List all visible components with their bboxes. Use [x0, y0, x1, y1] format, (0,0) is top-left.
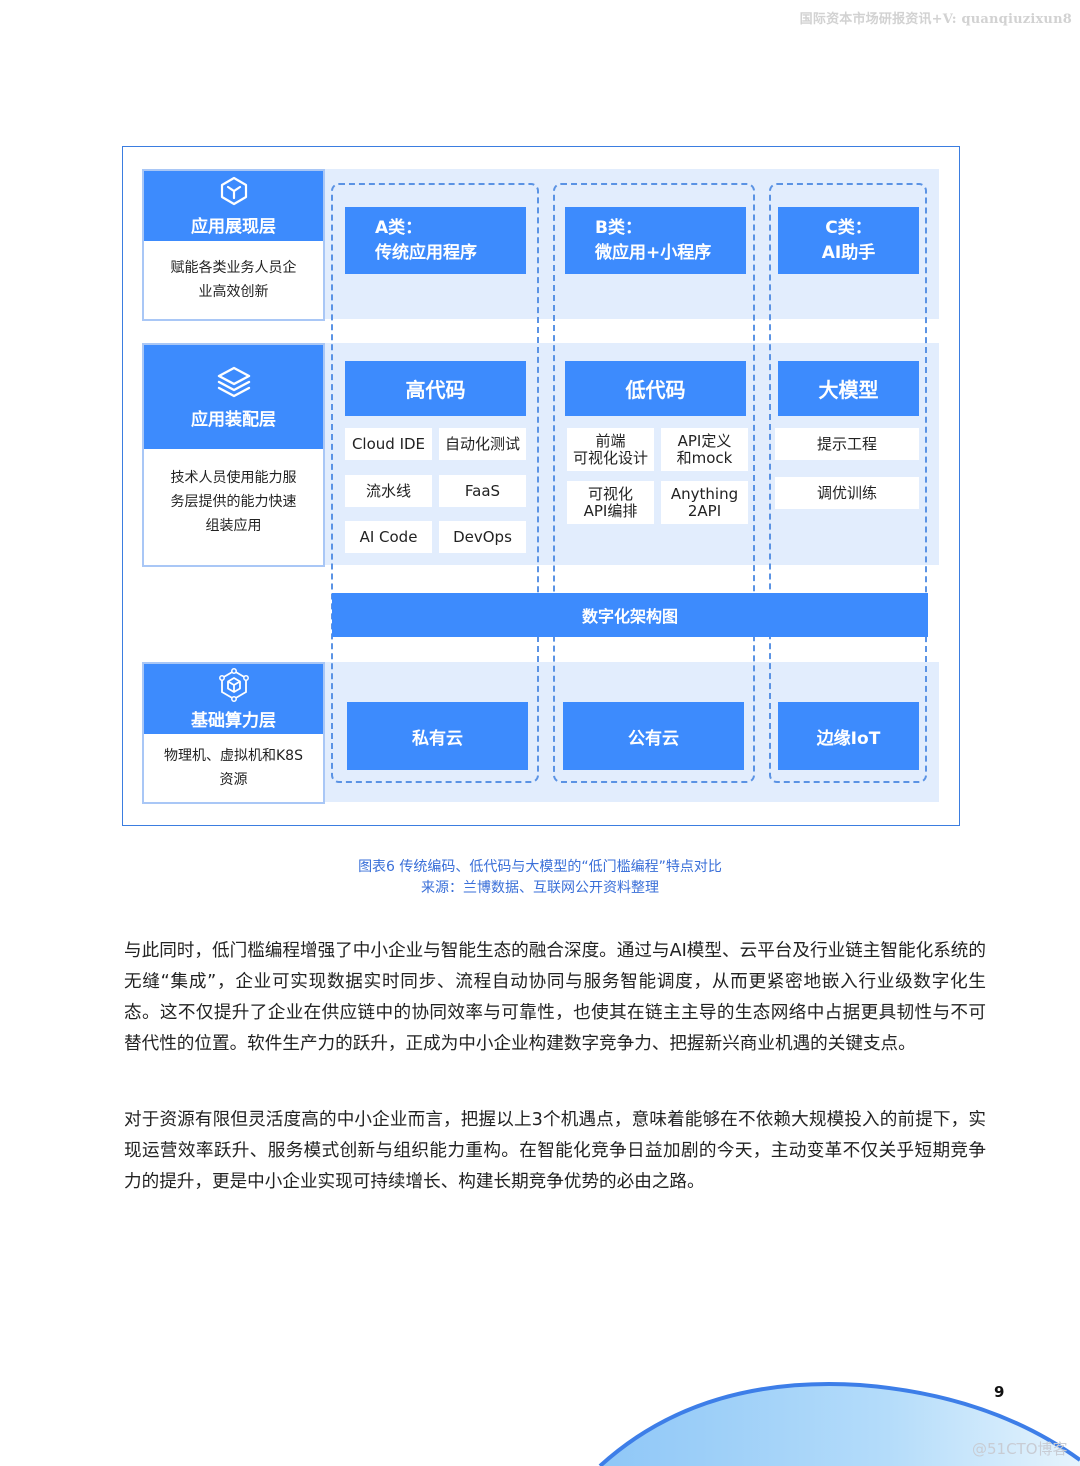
chip-ai-code: AI Code [345, 521, 432, 553]
layer-card-presentation: 应用展现层 赋能各类业务人员企业高效创新 [142, 169, 325, 321]
figure-caption: 图表6 传统编码、低代码与大模型的“低门槛编程”特点对比 [358, 859, 722, 875]
architecture-bar: 数字化架构图 [332, 593, 928, 637]
category-name: 微应用+小程序 [595, 242, 712, 263]
footer-watermark: @51CTO博客 [972, 1440, 1068, 1458]
layer-head: 应用展现层 [144, 171, 323, 241]
body-paragraph-1: 与此同时，低门槛编程增强了中小企业与智能生态的融合深度。通过与AI模型、云平台及… [124, 941, 986, 1054]
layer-head: 应用装配层 [144, 345, 323, 449]
layer-head: 基础算力层 [144, 664, 323, 734]
category-label: C类： [825, 217, 872, 238]
decorative-wave-graphic [598, 1382, 1080, 1466]
chip-api-definition-mock: API定义 和mock [661, 428, 748, 471]
architecture-figure: 应用展现层 赋能各类业务人员企业高效创新 应用装配层 技术人员使用能力服务层提供… [122, 146, 960, 826]
category-name: AI助手 [821, 242, 876, 263]
layers-stack-icon [217, 366, 250, 397]
layer-card-assembly: 应用装配层 技术人员使用能力服务层提供的能力快速组装应用 [142, 343, 325, 567]
edge-iot-box: 边缘IoT [778, 702, 919, 770]
chip-anything-2api: Anything 2API [661, 481, 748, 524]
category-c: C类： AI助手 [778, 207, 919, 274]
low-code-header: 低代码 [565, 361, 746, 416]
category-label: A类： [375, 217, 423, 238]
page-number: 9 [994, 1383, 1005, 1401]
column-a-dashed [331, 183, 539, 783]
category-b: B类： 微应用+小程序 [565, 207, 746, 274]
chip-auto-testing: 自动化测试 [439, 428, 526, 460]
private-cloud-box: 私有云 [347, 702, 528, 770]
large-model-header: 大模型 [778, 361, 919, 416]
public-cloud-box: 公有云 [563, 702, 744, 770]
layer-description: 物理机、虚拟机和K8S资源 [164, 748, 303, 788]
chip-cloud-ide: Cloud IDE [345, 428, 432, 460]
layer-title: 基础算力层 [191, 710, 276, 731]
category-label: B类： [595, 217, 642, 238]
category-a: A类： 传统应用程序 [345, 207, 526, 274]
layer-title: 应用装配层 [191, 409, 276, 430]
layer-card-infrastructure: 基础算力层 物理机、虚拟机和K8S资源 [142, 662, 325, 804]
column-b-dashed [553, 183, 755, 783]
high-code-header: 高代码 [345, 361, 526, 416]
chip-frontend-visual-design: 前端 可视化设计 [567, 428, 654, 471]
chip-pipeline: 流水线 [345, 475, 432, 507]
network-cube-icon [218, 667, 249, 702]
layer-title: 应用展现层 [191, 216, 276, 237]
body-paragraph-2: 对于资源有限但灵活度高的中小企业而言，把握以上3个机遇点，意味着能够在不依赖大规… [124, 1110, 986, 1192]
header-watermark: 国际资本市场研报资讯+V: quanqiuzixun8 [799, 12, 1072, 27]
layer-description: 技术人员使用能力服务层提供的能力快速组装应用 [170, 470, 297, 534]
cube-icon [220, 176, 247, 205]
chip-devops: DevOps [439, 521, 526, 553]
column-c-dashed [769, 183, 927, 783]
figure-source: 来源：兰博数据、互联网公开资料整理 [421, 880, 659, 896]
category-name: 传统应用程序 [375, 242, 477, 263]
chip-prompt-engineering: 提示工程 [775, 428, 919, 460]
layer-description: 赋能各类业务人员企业高效创新 [170, 260, 297, 300]
chip-fine-tuning: 调优训练 [775, 477, 919, 509]
chip-visual-api-orchestration: 可视化 API编排 [567, 481, 654, 524]
chip-faas: FaaS [439, 475, 526, 507]
